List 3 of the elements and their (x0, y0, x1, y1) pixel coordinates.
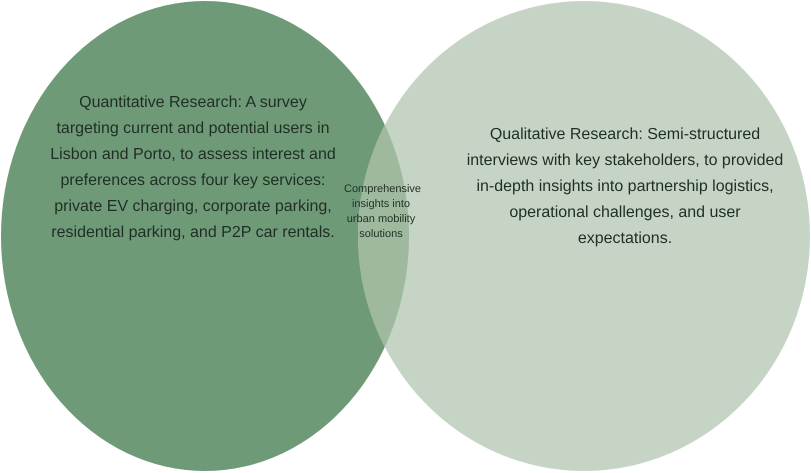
venn-text: Qualitative Research: Semi-structured interviews with key stakeholders, to provided in-depth insights into partnership logistics, operational challenges, and user expectations. (466, 125, 784, 249)
venn-text: Quantitative Research: A survey targeting current and potential users in Lisbon and Porto, to assess interest and preferences across four key services: private EV charging, corporate parking, residential parking, and P2P car rentals. (49, 93, 337, 243)
venn-text: Comprehensive insights into urban mobility solutions (344, 182, 418, 242)
